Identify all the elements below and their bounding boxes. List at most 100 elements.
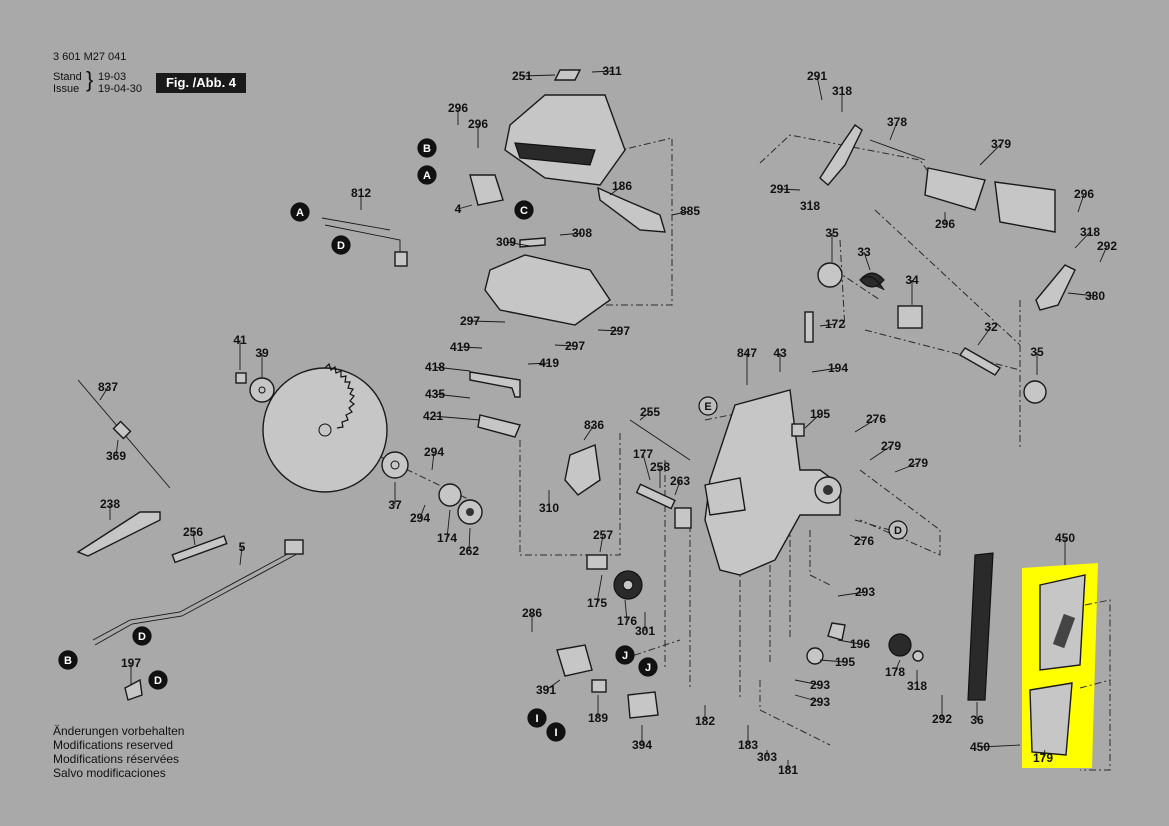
leader-line: [979, 143, 1002, 166]
leader-line: [434, 366, 471, 372]
part-number: 34: [905, 273, 919, 287]
part-number: 276: [866, 412, 886, 426]
part-label-310: 310: [539, 490, 559, 515]
part-number: 837: [98, 380, 118, 394]
part-number: 369: [106, 449, 126, 463]
callout-circle: [638, 657, 658, 677]
part-number: 450: [1055, 531, 1075, 545]
part-number: 419: [450, 340, 470, 354]
part-label-394: 394: [632, 725, 652, 752]
part-number: 182: [695, 714, 715, 728]
handle-assembly: [469, 69, 666, 326]
leader-line: [468, 527, 471, 552]
part-label-181: 181: [778, 760, 798, 777]
leader-line: [559, 232, 583, 236]
part-label-258: 258: [650, 460, 670, 488]
part-label-32: 32: [977, 320, 998, 346]
part-label-176: 176: [617, 599, 637, 628]
leader-line: [624, 599, 628, 622]
callout-circle: [58, 650, 78, 670]
part-label-292: 292: [1097, 239, 1117, 263]
part-label-263: 263: [670, 474, 690, 496]
part-number: 276: [854, 534, 874, 548]
part-number: 318: [832, 84, 852, 98]
issue-date: 19-04-30: [98, 83, 143, 95]
callout-a: A: [417, 165, 437, 185]
part-number: 292: [932, 712, 952, 726]
part-label-308: 308: [559, 226, 592, 240]
callout-j: J: [615, 645, 635, 665]
part-number: 296: [448, 101, 468, 115]
leader-line: [979, 744, 1021, 748]
part-number: 257: [593, 528, 613, 542]
part-label-418: 418: [425, 360, 471, 374]
part-number: 293: [810, 695, 830, 709]
part-number: 238: [100, 497, 120, 511]
part-number: 263: [670, 474, 690, 488]
leader-line: [674, 480, 681, 496]
part-number: 178: [885, 665, 905, 679]
part-label-39: 39: [255, 346, 269, 378]
part-number: 296: [1074, 187, 1094, 201]
leader-line: [894, 659, 901, 673]
part-number: 418: [425, 360, 445, 374]
part-number: 175: [587, 596, 607, 610]
part-label-296: 296: [448, 101, 468, 125]
part-number: 35: [825, 226, 839, 240]
notice-fr: Modifications réservées: [53, 752, 180, 766]
part-label-197: 197: [121, 656, 141, 685]
part-label-276: 276: [849, 534, 874, 548]
leader-line: [837, 591, 866, 597]
part-number: 394: [632, 738, 652, 752]
part-number: 5: [239, 540, 246, 554]
leader-line: [804, 413, 821, 429]
part-number: 379: [991, 137, 1011, 151]
callout-c: C: [514, 200, 534, 220]
part-label-380: 380: [1067, 289, 1105, 303]
part-label-195: 195: [804, 407, 830, 429]
callout-circle: [331, 235, 351, 255]
leader-line: [854, 418, 877, 433]
callout-circle: [417, 165, 437, 185]
part-number: 37: [388, 498, 402, 512]
leader-line: [1067, 292, 1096, 297]
callout-d: D: [331, 235, 351, 255]
leader-line: [794, 679, 821, 686]
part-number: 391: [536, 683, 556, 697]
part-label-279: 279: [869, 439, 901, 461]
part-label-318: 318: [907, 670, 927, 693]
part-label-35: 35: [1030, 345, 1044, 375]
part-number: 36: [970, 713, 984, 727]
part-label-286: 286: [522, 606, 542, 632]
part-label-189: 189: [588, 695, 608, 725]
leader-line: [431, 451, 435, 471]
callout-circle: [290, 202, 310, 222]
part-label-296: 296: [935, 212, 955, 231]
leader-line: [863, 251, 871, 271]
part-number: 43: [773, 346, 787, 360]
leader-line: [642, 453, 651, 481]
leader-line: [977, 326, 992, 346]
issue-label: Issue: [53, 83, 80, 95]
part-label-837: 837: [98, 380, 118, 401]
part-number: 421: [423, 409, 443, 423]
callout-letter: J: [622, 650, 628, 662]
saw-blade: [262, 362, 388, 493]
leader-line: [1099, 245, 1108, 263]
part-label-297: 297: [460, 314, 506, 328]
leader-line: [434, 393, 471, 399]
leader-line: [837, 639, 861, 645]
part-number: 378: [887, 115, 907, 129]
part-number: 310: [539, 501, 559, 515]
callout-letter: I: [535, 713, 538, 725]
part-label-257: 257: [593, 528, 613, 553]
callout-letter: J: [645, 662, 651, 674]
leader-line: [239, 546, 243, 566]
leader-line: [597, 329, 621, 332]
part-number: 256: [183, 525, 203, 539]
part-label-379: 379: [979, 137, 1011, 166]
part-label-34: 34: [905, 273, 919, 305]
part-number: 836: [584, 418, 604, 432]
part-label-293: 293: [837, 585, 875, 599]
